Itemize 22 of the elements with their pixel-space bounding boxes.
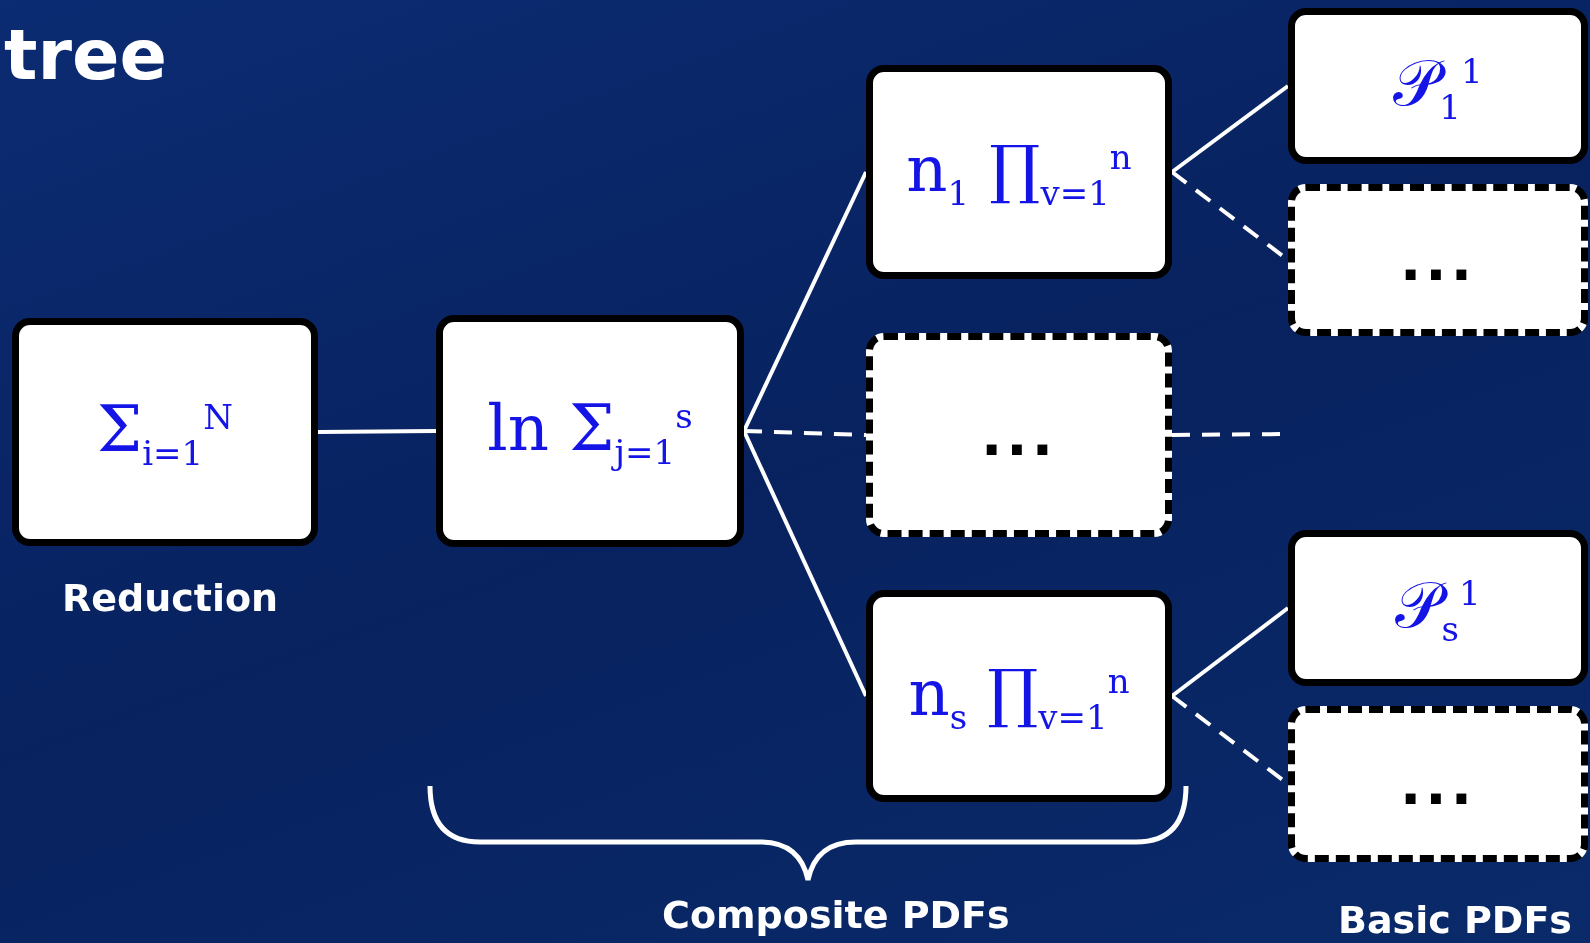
- group-label: Composite PDFs: [662, 893, 1010, 937]
- connector-line: [1170, 84, 1290, 174]
- dashed-box: [1288, 184, 1588, 336]
- formula-box: [1288, 8, 1588, 164]
- formula-box: [1288, 530, 1588, 686]
- dashed-box: [1288, 706, 1588, 862]
- ellipsis-text: ...: [981, 402, 1057, 468]
- ellipsis-text: ...: [1400, 751, 1476, 817]
- formula-box: [866, 590, 1172, 802]
- ellipsis-text: ...: [1400, 227, 1476, 293]
- dashed-box: [866, 333, 1172, 537]
- dashed-connector: [743, 429, 867, 437]
- formula-box: [866, 65, 1172, 279]
- group-label: Basic PDFs: [1338, 898, 1572, 942]
- formula-box: [436, 315, 744, 547]
- connector-line: [742, 171, 868, 432]
- title: tree: [4, 14, 167, 96]
- connector-line: [742, 430, 868, 697]
- node-caption: Reduction: [62, 576, 279, 620]
- formula-box: [12, 318, 318, 546]
- connector-line: [1170, 606, 1290, 698]
- connector-line: [318, 429, 437, 434]
